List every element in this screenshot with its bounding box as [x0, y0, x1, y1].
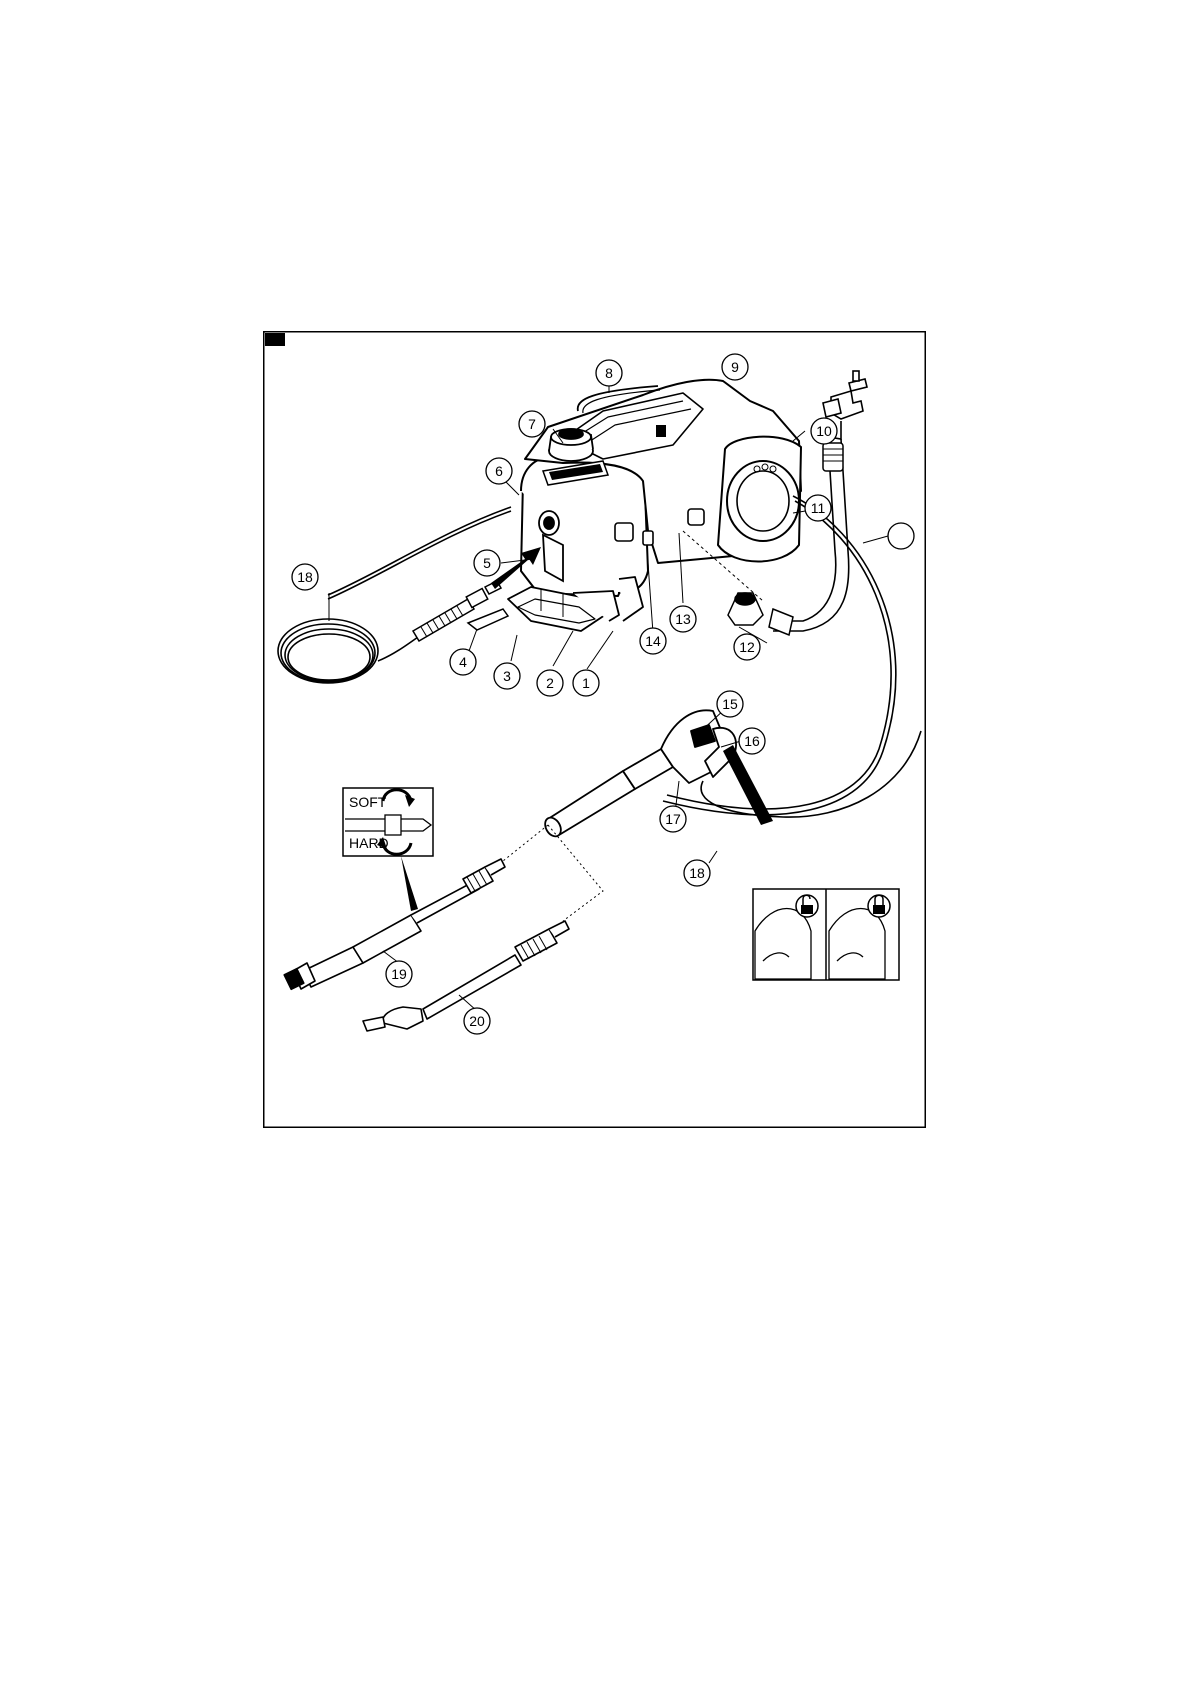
trigger-lock-insets [753, 889, 899, 980]
callout-15: 15 [717, 691, 743, 717]
lance-guide [503, 825, 603, 921]
callout-3: 3 [494, 663, 520, 689]
callout-14: 14 [640, 628, 666, 654]
callout-16: 16 [739, 728, 765, 754]
callout-6: 6 [486, 458, 512, 484]
svg-text:14: 14 [645, 633, 661, 649]
svg-text:4: 4 [459, 654, 467, 670]
callout-8: 8 [596, 360, 622, 386]
callout-4: 4 [450, 649, 476, 675]
callout-2: 2 [537, 670, 563, 696]
callout-17: 17 [660, 806, 686, 832]
svg-text:11: 11 [811, 500, 826, 516]
svg-text:8: 8 [605, 365, 613, 381]
svg-text:2: 2 [546, 675, 554, 691]
selector-knob[interactable] [549, 429, 593, 461]
callout-7: 7 [519, 411, 545, 437]
product-overview-figure: SOFT HARD [263, 331, 926, 1128]
callout-13: 13 [670, 606, 696, 632]
svg-text:20: 20 [469, 1013, 485, 1029]
svg-text:5: 5 [483, 555, 491, 571]
detergent-port [688, 509, 704, 525]
figure-marker [265, 333, 285, 346]
callout-18-hose-coil: 18 [292, 564, 318, 590]
callout-10: 10 [811, 418, 837, 444]
svg-text:18: 18 [297, 569, 313, 585]
callout-18-gun-hose: 18 [684, 860, 710, 886]
svg-text:15: 15 [722, 696, 738, 712]
svg-text:9: 9 [731, 359, 739, 375]
svg-text:19: 19 [391, 966, 407, 982]
svg-text:7: 7 [528, 416, 536, 432]
callout-1: 1 [573, 670, 599, 696]
svg-text:16: 16 [744, 733, 760, 749]
top-indicator [656, 425, 666, 437]
svg-text:3: 3 [503, 668, 511, 684]
svg-text:1: 1 [582, 675, 590, 691]
garden-hose-coupling [823, 443, 843, 471]
svg-text:10: 10 [816, 423, 832, 439]
callout-5: 5 [474, 550, 500, 576]
trigger-gun [542, 710, 736, 839]
svg-text:17: 17 [665, 811, 681, 827]
svg-text:18: 18 [689, 865, 705, 881]
hose-connector [413, 581, 501, 641]
callout-9: 9 [722, 354, 748, 380]
callout-11: 11 [805, 495, 831, 521]
soft-label: SOFT [349, 794, 387, 810]
pressure-adjust-inset: SOFT HARD [343, 788, 433, 856]
callout-12: 12 [734, 634, 760, 660]
water-supply-callout [888, 523, 914, 549]
water-inlet-port [615, 523, 633, 541]
callout-19: 19 [386, 961, 412, 987]
callout-20: 20 [464, 1008, 490, 1034]
hose-hook [468, 609, 508, 630]
svg-text:6: 6 [495, 463, 503, 479]
svg-text:12: 12 [739, 639, 755, 655]
svg-text:13: 13 [675, 611, 691, 627]
